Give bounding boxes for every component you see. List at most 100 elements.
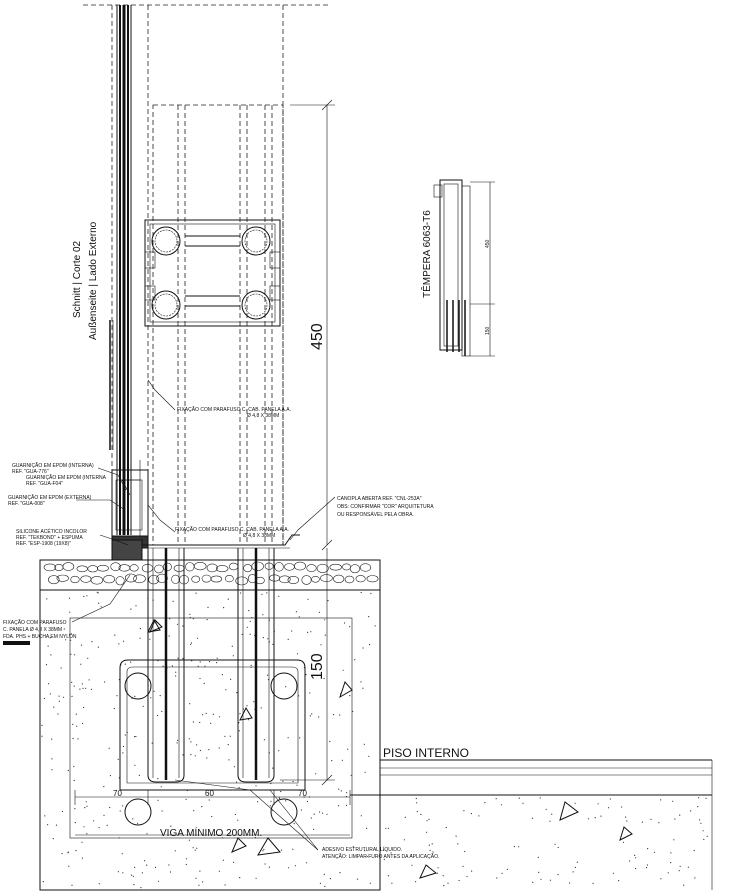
stipple-dot	[97, 646, 99, 648]
stipple-dot	[306, 800, 309, 803]
stipple-dot	[196, 744, 198, 746]
stipple-dot	[81, 857, 83, 859]
stipple-dot	[354, 659, 356, 661]
stipple-dot	[267, 674, 269, 676]
stipple-dot	[233, 766, 236, 768]
canopy-plate	[111, 534, 300, 561]
stipple-dot	[162, 665, 164, 667]
stipple-dot	[569, 882, 571, 884]
stipple-dot	[44, 815, 46, 817]
stipple-dot	[658, 822, 660, 824]
stipple-dot	[432, 851, 434, 853]
stipple-dot	[185, 863, 187, 866]
stipple-dot	[266, 592, 268, 594]
stipple-dot	[327, 600, 329, 602]
stipple-dot	[42, 881, 44, 883]
stipple-dot	[484, 802, 486, 804]
stipple-dot	[329, 878, 331, 880]
stipple-dot	[182, 658, 184, 660]
stipple-dot	[518, 846, 520, 848]
stipple-dot	[58, 700, 61, 702]
stipple-dot	[338, 788, 340, 790]
gravel-stone	[301, 575, 312, 585]
stipple-dot	[51, 758, 53, 760]
stipple-dot	[646, 864, 649, 866]
stipple-dot	[74, 808, 76, 810]
profile-detail	[433, 179, 495, 357]
stipple-dot	[635, 867, 637, 870]
stipple-dot	[190, 741, 192, 743]
stipple-dot	[360, 815, 362, 817]
stipple-dot	[415, 797, 417, 800]
stipple-dot	[118, 643, 120, 645]
stipple-dot	[176, 623, 179, 625]
note-canopla-3: OU RESPONSÁVEL PELA OBRA.	[337, 511, 414, 518]
stipple-dot	[532, 881, 534, 884]
stipple-dot	[192, 847, 194, 849]
stipple-dot	[293, 823, 295, 825]
stipple-dot	[116, 695, 118, 697]
stipple-dot	[190, 643, 192, 645]
stipple-dot	[188, 738, 190, 740]
stipple-dot	[135, 605, 137, 607]
stipple-dot	[323, 677, 325, 680]
gravel-stone	[355, 575, 366, 583]
stipple-dot	[540, 878, 542, 880]
stipple-dot	[458, 879, 460, 882]
gravel-stone	[344, 575, 355, 584]
stipple-dot	[625, 816, 627, 818]
stipple-dot	[109, 775, 111, 777]
section-title-line1: Schnitt | Corte 02	[72, 240, 83, 318]
stipple-dot	[202, 881, 204, 883]
stipple-dot	[340, 790, 342, 792]
note-silicone-2: REF. "TEKBOND" + ESPUMA	[16, 535, 83, 541]
note-fix-lower-2: Ø 4,8 X 38MM	[243, 533, 275, 539]
stipple-dot	[291, 630, 293, 632]
gravel-stone	[235, 576, 248, 586]
stipple-dot	[114, 634, 116, 636]
stipple-dot	[420, 813, 422, 816]
glass-panel	[109, 5, 149, 549]
stipple-dot	[621, 806, 623, 808]
stipple-dot	[137, 822, 139, 824]
stipple-dot	[97, 592, 99, 594]
stipple-dot	[607, 807, 610, 809]
stipple-dot	[86, 805, 88, 807]
stipple-dot	[206, 757, 208, 759]
note-fix-upper-2: Ø 4,8 X 38MM	[247, 413, 279, 419]
stipple-dot	[254, 836, 256, 839]
note-fix-bottom-2: C. PANELA Ø 4,8 X 38MM	[3, 627, 62, 633]
stipple-dot	[257, 801, 259, 803]
stipple-dot	[61, 853, 63, 855]
stipple-dot	[170, 825, 172, 827]
gravel-stone	[306, 564, 317, 572]
stipple-dot	[537, 856, 539, 859]
stipple-dot	[255, 785, 257, 787]
stipple-dot	[267, 638, 269, 640]
gravel-stone	[191, 575, 200, 583]
stipple-dot	[670, 852, 672, 854]
stipple-dot	[63, 628, 65, 630]
stipple-dot	[135, 735, 137, 738]
stipple-dot	[86, 595, 88, 597]
stipple-dot	[132, 818, 134, 820]
stipple-dot	[83, 595, 85, 598]
stipple-dot	[229, 735, 231, 737]
stipple-dot	[202, 714, 204, 716]
gravel-stone	[97, 564, 109, 572]
stipple-dot	[221, 674, 223, 676]
stipple-dot	[55, 824, 58, 826]
stipple-dot	[442, 875, 444, 877]
stipple-dot	[201, 806, 203, 808]
stipple-dot	[366, 827, 368, 830]
dim-60: 60	[205, 789, 214, 798]
stipple-dot	[168, 864, 170, 866]
stipple-dot	[49, 693, 51, 695]
stipple-dot	[232, 655, 234, 657]
stipple-dot	[119, 810, 121, 812]
stipple-dot	[216, 662, 218, 664]
stipple-dot	[88, 679, 90, 681]
stipple-dot	[332, 714, 335, 716]
stipple-dot	[287, 737, 289, 739]
gravel-stone	[62, 562, 75, 571]
